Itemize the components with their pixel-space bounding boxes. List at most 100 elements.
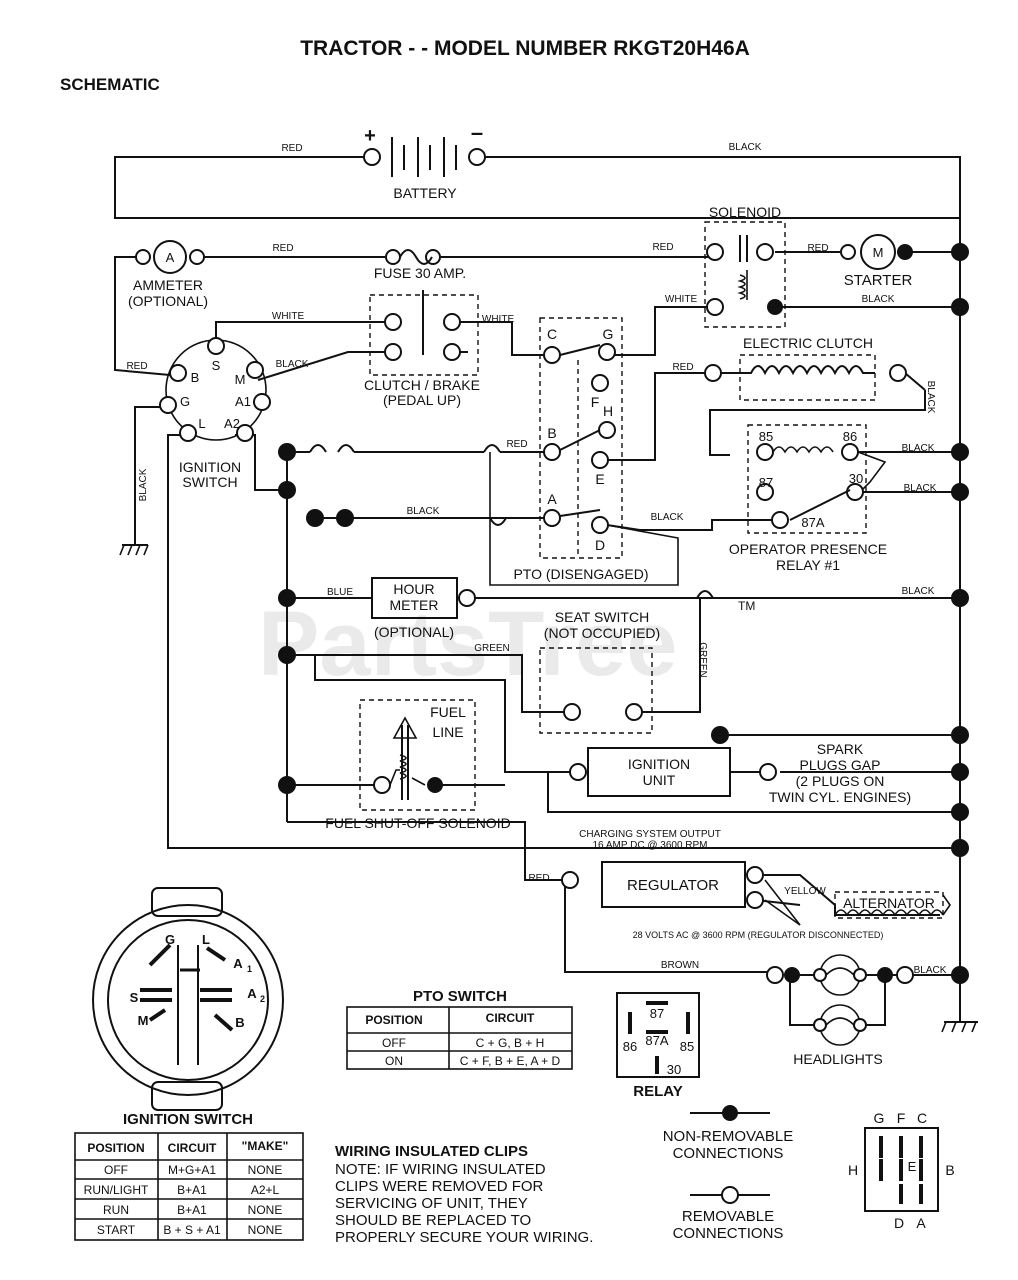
table-cell: B+A1 xyxy=(177,1183,207,1197)
ignition-unit-label-2: UNIT xyxy=(643,772,676,788)
wire-black: BLACK xyxy=(914,965,947,976)
page-subtitle: SCHEMATIC xyxy=(60,75,160,94)
pto-pin-diagram: G F C H E B D A xyxy=(848,1110,955,1231)
relay-87a: 87A xyxy=(801,515,824,530)
fuel-line-label-1: FUEL xyxy=(430,704,466,720)
pto-f: F xyxy=(591,394,600,410)
electric-clutch-label: ELECTRIC CLUTCH xyxy=(743,335,873,351)
relay-pin-85: 85 xyxy=(680,1039,694,1054)
wiring-notes: WIRING INSULATED CLIPS NOTE: IF WIRING I… xyxy=(335,1143,593,1246)
relay-pin-87a: 87A xyxy=(645,1033,668,1048)
wire-red: RED xyxy=(672,362,693,373)
headlights-label: HEADLIGHTS xyxy=(793,1051,882,1067)
wire-white: WHITE xyxy=(482,314,515,325)
table-cell: C + G, B + H xyxy=(476,1036,545,1050)
operator-presence-relay: 85 86 87 30 87A OPERATOR PRESENCE RELAY … xyxy=(729,424,887,573)
starter: M STARTER xyxy=(840,234,913,289)
pto-h: H xyxy=(603,403,613,419)
ign-terminal-b: B xyxy=(191,370,200,385)
spark-label-2: PLUGS GAP xyxy=(800,757,881,773)
ignition-switch-face: G L A 1 S A 2 M B xyxy=(92,887,284,1111)
wire-black: BLACK xyxy=(651,512,684,523)
trademark: TM xyxy=(738,599,755,613)
ammeter-label: AMMETER xyxy=(133,277,203,293)
wire-red: RED xyxy=(652,242,673,253)
pto-header-position: POSITION xyxy=(365,1013,422,1027)
wire-blue: BLUE xyxy=(327,587,353,598)
pto-a: A xyxy=(547,491,557,507)
wire-brown: BROWN xyxy=(661,960,699,971)
legend-removable-2: CONNECTIONS xyxy=(673,1225,784,1242)
pto-pin-e: E xyxy=(908,1159,917,1174)
seat-switch: SEAT SWITCH (NOT OCCUPIED) xyxy=(539,609,660,734)
starter-symbol: M xyxy=(873,245,884,260)
spark-plugs: SPARK PLUGS GAP (2 PLUGS ON TWIN CYL. EN… xyxy=(769,741,911,805)
pto-pin-a: A xyxy=(916,1215,926,1231)
battery-minus: – xyxy=(471,120,483,145)
wire-black: BLACK xyxy=(407,506,440,517)
table-cell: C + F, B + E, A + D xyxy=(460,1054,561,1068)
relay-pin-87: 87 xyxy=(650,1006,664,1021)
pto-switch-table: PTO SWITCH POSITION CIRCUIT OFF C + G, B… xyxy=(346,988,573,1070)
wire-black: BLACK xyxy=(138,468,149,501)
face-b: B xyxy=(235,1015,244,1030)
table-cell: OFF xyxy=(382,1036,406,1050)
ign-header-position: POSITION xyxy=(87,1141,144,1155)
hour-meter-label-2: METER xyxy=(390,597,439,613)
spark-label-3: (2 PLUGS ON xyxy=(796,773,885,789)
page-title: TRACTOR - - MODEL NUMBER RKGT20H46A xyxy=(300,37,750,60)
wire-green: GREEN xyxy=(697,642,708,678)
wire-black: BLACK xyxy=(729,142,762,153)
wire-white: WHITE xyxy=(272,311,305,322)
pto-b: B xyxy=(547,425,556,441)
fuel-shutoff-solenoid: FUEL LINE FUEL SHUT-OFF SOLENOID xyxy=(325,699,511,831)
fuse: FUSE 30 AMP. xyxy=(374,249,466,281)
electric-clutch: ELECTRIC CLUTCH xyxy=(704,335,907,401)
regulator: REGULATOR CHARGING SYSTEM OUTPUT 16 AMP … xyxy=(561,829,764,909)
fuse-label: FUSE 30 AMP. xyxy=(374,265,466,281)
ignition-unit: IGNITION UNIT xyxy=(569,747,777,797)
pto-g: G xyxy=(603,326,614,342)
table-cell: OFF xyxy=(104,1163,128,1177)
table-cell: RUN/LIGHT xyxy=(84,1183,149,1197)
pto-d: D xyxy=(595,537,605,553)
face-m: M xyxy=(138,1013,149,1028)
wire-green: GREEN xyxy=(474,643,510,654)
pto-label: PTO (DISENGAGED) xyxy=(513,566,648,582)
pto-pin-d: D xyxy=(894,1215,904,1231)
charging-output-2: 16 AMP DC @ 3600 RPM xyxy=(592,840,707,851)
spark-label-4: TWIN CYL. ENGINES) xyxy=(769,789,911,805)
relay-87: 87 xyxy=(759,475,773,490)
ign-terminal-l: L xyxy=(198,416,205,431)
spark-label-1: SPARK xyxy=(817,741,864,757)
face-a1-sub: 1 xyxy=(247,964,252,974)
ign-terminal-a2: A2 xyxy=(224,416,240,431)
ignition-switch-label-2: SWITCH xyxy=(182,474,237,490)
charging-output-1: CHARGING SYSTEM OUTPUT xyxy=(579,829,721,840)
notes-heading: WIRING INSULATED CLIPS xyxy=(335,1143,528,1160)
pto-switch: C G F H B E A D PTO (DISENGAGED) xyxy=(489,317,679,586)
ignition-switch-table: IGNITION SWITCH POSITION CIRCUIT "MAKE" … xyxy=(74,1111,304,1241)
ign-terminal-m: M xyxy=(235,372,246,387)
table-cell: B + S + A1 xyxy=(163,1223,221,1237)
notes-line: SERVICING OF UNIT, THEY xyxy=(335,1195,528,1212)
fuel-solenoid-label: FUEL SHUT-OFF SOLENOID xyxy=(325,815,510,831)
wire-black: BLACK xyxy=(276,359,309,370)
pto-table-title: PTO SWITCH xyxy=(413,988,507,1005)
regulator-label: REGULATOR xyxy=(627,877,719,894)
legend-removable-1: REMOVABLE xyxy=(682,1208,774,1225)
ign-terminal-a1: A1 xyxy=(235,394,251,409)
ground-icon xyxy=(119,544,149,556)
solenoid: SOLENOID xyxy=(704,204,786,328)
wire-black: BLACK xyxy=(862,294,895,305)
table-cell: NONE xyxy=(248,1223,283,1237)
pto-c: C xyxy=(547,326,557,342)
relay-pin-30: 30 xyxy=(667,1062,681,1077)
pto-pin-c: C xyxy=(917,1110,927,1126)
relay-pin-diagram: 87 87A 86 85 30 RELAY xyxy=(616,992,700,1100)
table-cell: NONE xyxy=(248,1163,283,1177)
alternator-label: ALTERNATOR xyxy=(843,895,935,911)
table-cell: B+A1 xyxy=(177,1203,207,1217)
relay-pin-86: 86 xyxy=(623,1039,637,1054)
fuel-line-label-2: LINE xyxy=(432,724,463,740)
